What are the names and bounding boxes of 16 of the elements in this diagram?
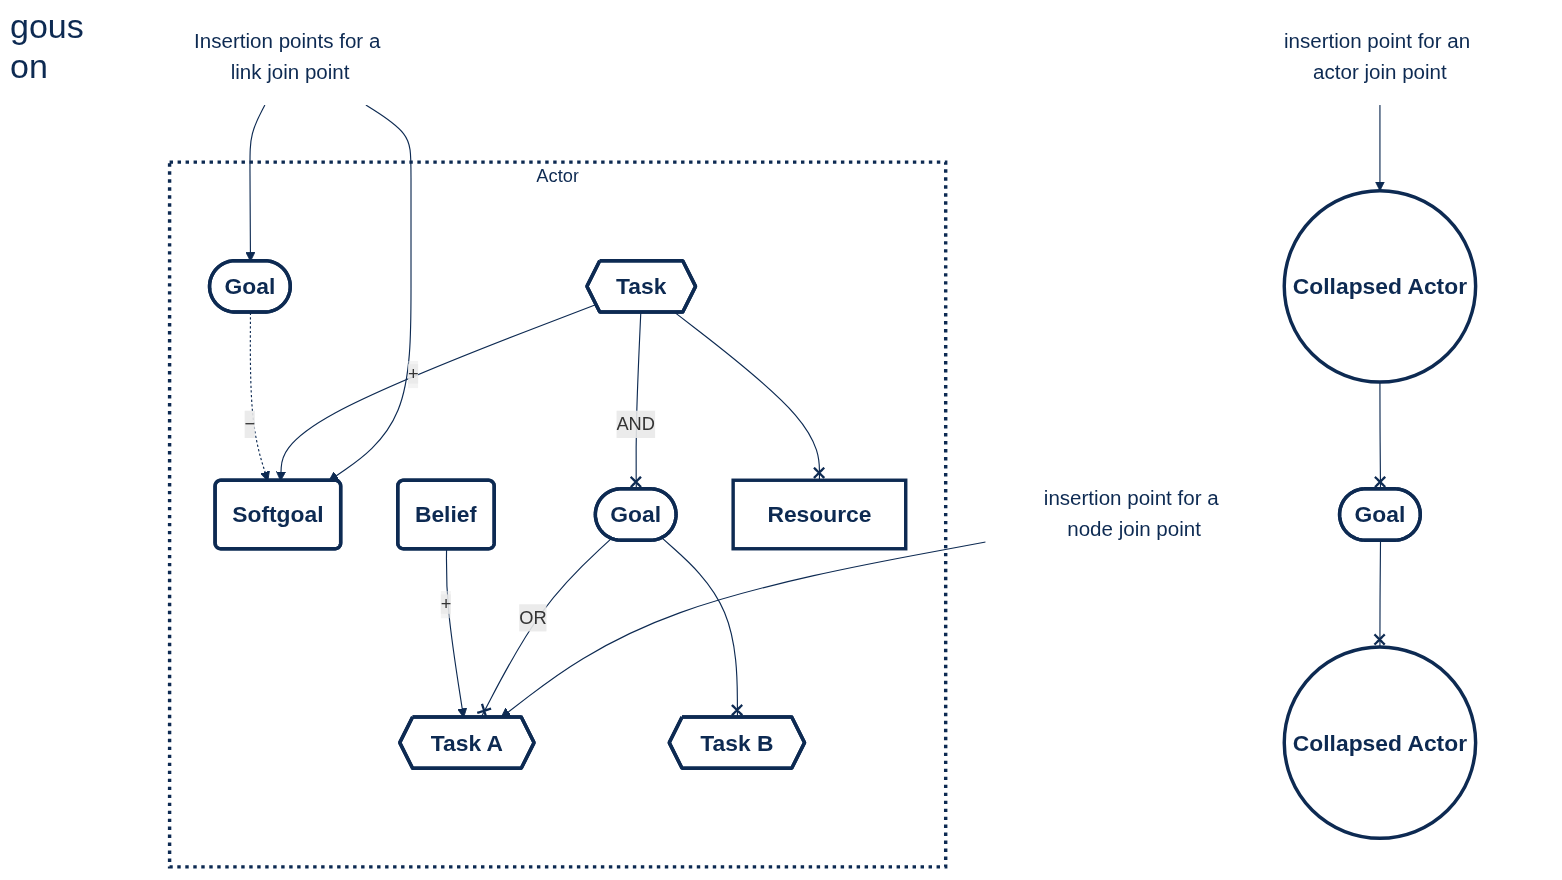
arrow [328, 104, 412, 482]
edge-label: − [244, 414, 256, 434]
edge-label: + [408, 364, 419, 384]
node-circle: Collapsed Actor [1282, 645, 1478, 841]
title-fragment: gous [10, 6, 84, 46]
edge-label: AND [616, 414, 655, 434]
node-box: Resource [731, 478, 908, 551]
title-fragment: on [10, 46, 49, 86]
connector [674, 312, 826, 481]
node-circle: Collapsed Actor [1282, 188, 1478, 384]
edge-label: + [440, 594, 452, 614]
edge-label: OR [519, 607, 547, 628]
node-text: insertion point for a node join point [1043, 487, 1219, 541]
node-text: insertion point for an actor join point [1283, 29, 1471, 84]
node-text: Insertion points for a link join point [194, 29, 381, 84]
connector [1373, 540, 1386, 648]
